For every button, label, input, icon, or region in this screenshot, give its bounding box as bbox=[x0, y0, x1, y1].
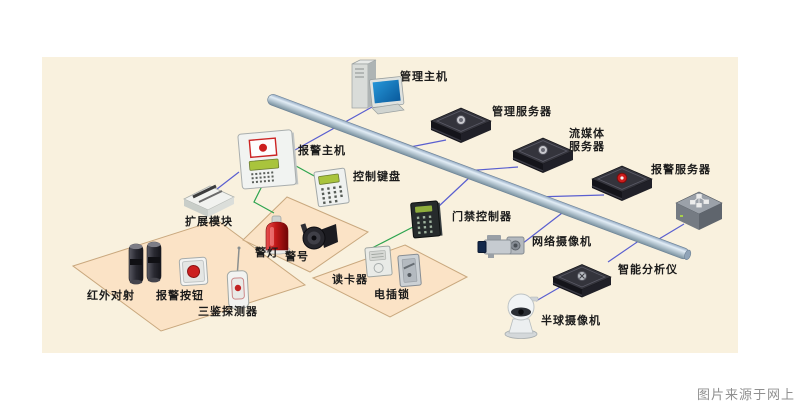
label-alarm-horn: 警号 bbox=[285, 251, 309, 263]
label-intelligent-analyzer: 智能分析仪 bbox=[618, 264, 678, 276]
label-card-reader: 读卡器 bbox=[332, 274, 368, 286]
expansion-module-device bbox=[183, 184, 235, 217]
label-expansion-module: 扩展模块 bbox=[185, 216, 233, 228]
control-keypad-device bbox=[313, 167, 350, 208]
green-wires bbox=[253, 165, 414, 249]
alarm-server-device bbox=[591, 165, 653, 201]
network-switch-device bbox=[675, 191, 723, 230]
management-host-device bbox=[351, 59, 405, 115]
label-management-host: 管理主机 bbox=[400, 71, 448, 83]
image-source-note: 图片来源于网上 bbox=[697, 387, 796, 402]
dome-camera-device bbox=[504, 293, 539, 339]
label-alarm-button: 报警按钮 bbox=[156, 290, 204, 302]
media-server-device bbox=[512, 137, 574, 173]
management-server-device bbox=[430, 107, 492, 143]
triple-detector-device bbox=[226, 246, 250, 309]
alarm-button-device bbox=[178, 256, 209, 287]
electric-lock-device bbox=[397, 253, 422, 288]
alarm-light-device bbox=[263, 215, 291, 255]
label-access-controller: 门禁控制器 bbox=[452, 211, 512, 223]
alarm-horn-device bbox=[300, 223, 338, 250]
card-reader-device bbox=[364, 245, 393, 278]
label-alarm-server: 报警服务器 bbox=[651, 164, 711, 176]
label-infrared-beam: 红外对射 bbox=[87, 290, 135, 302]
intelligent-analyzer-device bbox=[552, 264, 612, 298]
alarm-host-device bbox=[237, 129, 299, 190]
zone-access-devices bbox=[311, 244, 469, 318]
label-electric-lock: 电插锁 bbox=[374, 289, 410, 301]
network-camera-device bbox=[477, 235, 525, 258]
label-control-keypad: 控制键盘 bbox=[353, 171, 401, 183]
label-alarm-host: 报警主机 bbox=[298, 145, 346, 157]
label-network-camera: 网络摄像机 bbox=[532, 236, 592, 248]
label-triple-detector: 三鉴探测器 bbox=[198, 306, 258, 318]
access-controller-device bbox=[410, 200, 443, 239]
infrared-beam-device bbox=[128, 241, 162, 285]
label-media-server: 流媒体 服务器 bbox=[569, 128, 605, 153]
label-management-server: 管理服务器 bbox=[492, 106, 552, 118]
label-alarm-light: 警灯 bbox=[255, 247, 279, 259]
label-dome-camera: 半球摄像机 bbox=[541, 315, 601, 327]
network-backbone-pipe bbox=[267, 94, 692, 260]
